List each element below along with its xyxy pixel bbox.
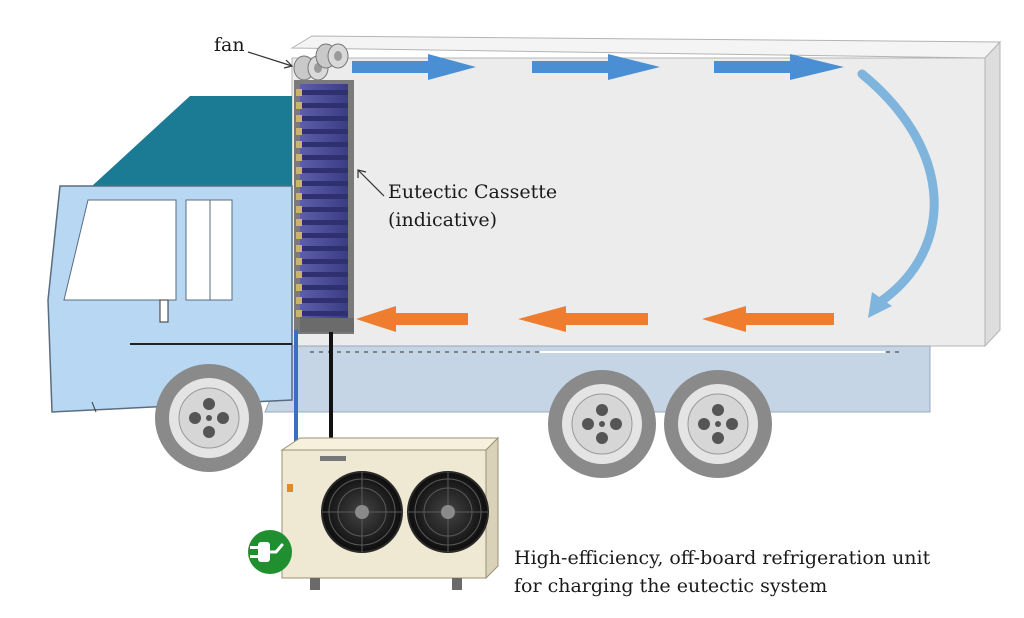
eutectic-cassette-label: Eutectic Cassette (indicative) <box>388 178 557 234</box>
cassette-plate <box>300 207 348 212</box>
connection-pipes <box>294 330 333 446</box>
return-arc-icon <box>857 69 939 318</box>
fan-icon <box>293 43 349 81</box>
cassette-plate <box>300 129 348 134</box>
cassette-plate-clip <box>296 219 302 226</box>
cassette-plate-clip <box>296 310 302 317</box>
cassette-plate <box>300 155 348 160</box>
airflow-arrow-icon <box>702 306 834 332</box>
cab-window-front <box>63 199 177 301</box>
cassette-plate <box>300 298 348 303</box>
cassette-plate <box>300 181 348 186</box>
unit-caption-line1: High-efficiency, off-board refrigeration… <box>514 547 931 569</box>
cassette-plate-clip <box>296 245 302 252</box>
airflow-top <box>352 54 844 80</box>
airflow-arrow-icon <box>532 54 660 80</box>
eutectic-cassette <box>294 80 354 334</box>
fan-icon <box>321 471 403 553</box>
cassette-plate-clip <box>296 167 302 174</box>
container-box <box>290 35 1002 348</box>
cassette-plate <box>300 220 348 225</box>
refrigeration-unit-caption: High-efficiency, off-board refrigeration… <box>514 544 930 600</box>
cassette-plate-clip <box>296 89 302 96</box>
cassette-plate-clip <box>296 258 302 265</box>
cab-window-side <box>185 199 233 301</box>
airflow-arrow-icon <box>352 54 476 80</box>
airflow-arrow-icon <box>356 306 468 332</box>
fan-label: fan <box>214 34 245 56</box>
cassette-plate <box>300 311 348 316</box>
unit-caption-line2: for charging the eutectic system <box>514 575 828 597</box>
airflow-arrow-icon <box>714 54 844 80</box>
airflow-bottom <box>356 306 834 332</box>
cassette-plate-clip <box>296 206 302 213</box>
cassette-plate <box>300 246 348 251</box>
cassette-plate <box>300 233 348 238</box>
cassette-plate-clip <box>296 102 302 109</box>
cassette-plate-clip <box>296 271 302 278</box>
cassette-plate <box>300 194 348 199</box>
cassette-plate-clip <box>296 115 302 122</box>
cassette-plate <box>300 103 348 108</box>
door-handle <box>159 299 169 323</box>
refrigeration-unit <box>280 436 500 590</box>
cassette-plate-clip <box>296 154 302 161</box>
cassette-plate <box>300 168 348 173</box>
fan-icon <box>407 471 489 553</box>
cassette-label-line1: Eutectic Cassette <box>388 181 558 203</box>
cassette-plate-clip <box>296 128 302 135</box>
cassette-plate-clip <box>296 232 302 239</box>
cab-roof <box>92 96 292 186</box>
cassette-plate <box>300 285 348 290</box>
cassette-label-line2: (indicative) <box>388 209 498 231</box>
pointer-lines <box>247 51 385 197</box>
cassette-plates <box>296 89 348 317</box>
cassette-plate <box>300 90 348 95</box>
cassette-plate-clip <box>296 284 302 291</box>
plug-icon <box>248 530 292 574</box>
truck-cab <box>47 96 293 413</box>
cassette-plate-clip <box>296 141 302 148</box>
wheel-front <box>155 364 263 472</box>
cassette-plate <box>300 142 348 147</box>
wheel-rear-2 <box>664 370 772 478</box>
wheel-rear-1 <box>548 370 656 478</box>
cassette-plate-clip <box>296 180 302 187</box>
cassette-plate <box>300 259 348 264</box>
airflow-arrow-icon <box>518 306 648 332</box>
cassette-plate-clip <box>296 193 302 200</box>
cassette-plate <box>300 272 348 277</box>
cassette-plate <box>300 116 348 121</box>
cassette-plate-clip <box>296 297 302 304</box>
